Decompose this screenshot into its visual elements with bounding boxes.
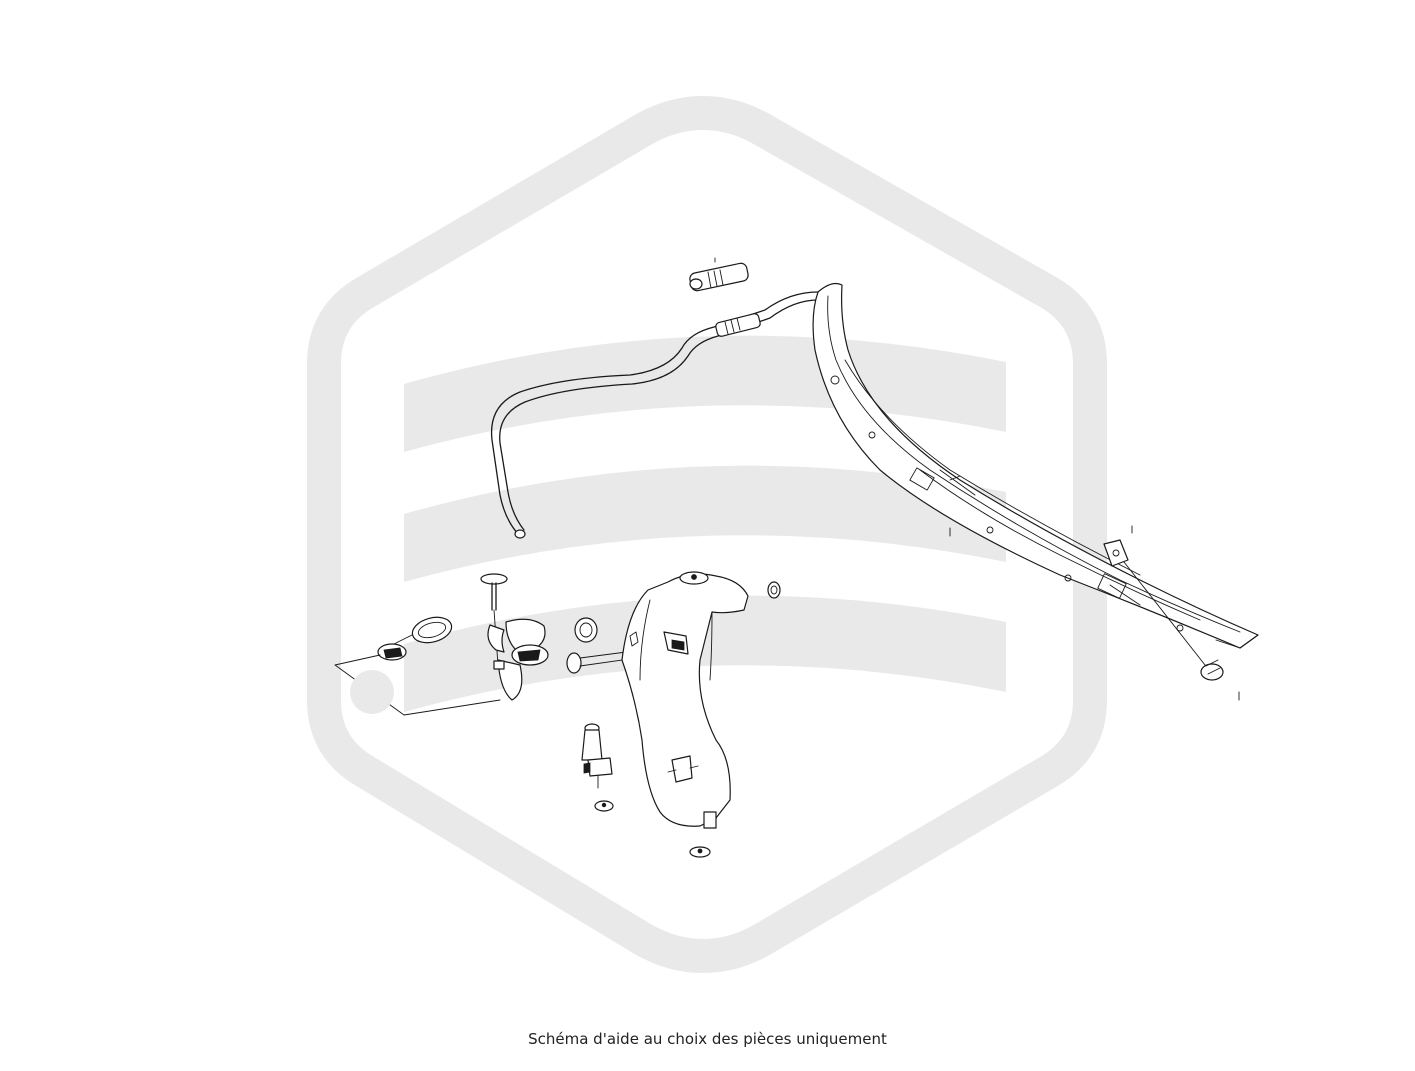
hose-end-nozzle-icon [514,529,526,539]
bracket-and-screw [949,525,1240,701]
filler-cap-seal [334,616,501,716]
hose-connector [715,313,761,337]
washer-pump [581,723,614,812]
washer-hose [490,291,819,539]
hose-connector-upper [689,257,749,292]
diagram-caption: Schéma d'aide au choix des pièces unique… [528,1030,887,1048]
grommets-and-bolt [566,581,781,674]
filler-neck-assembly [480,573,549,701]
cowl-panel [812,282,1259,649]
clip [493,660,505,670]
washer-reservoir [621,571,749,858]
watermark-logo-icon [307,96,1107,973]
